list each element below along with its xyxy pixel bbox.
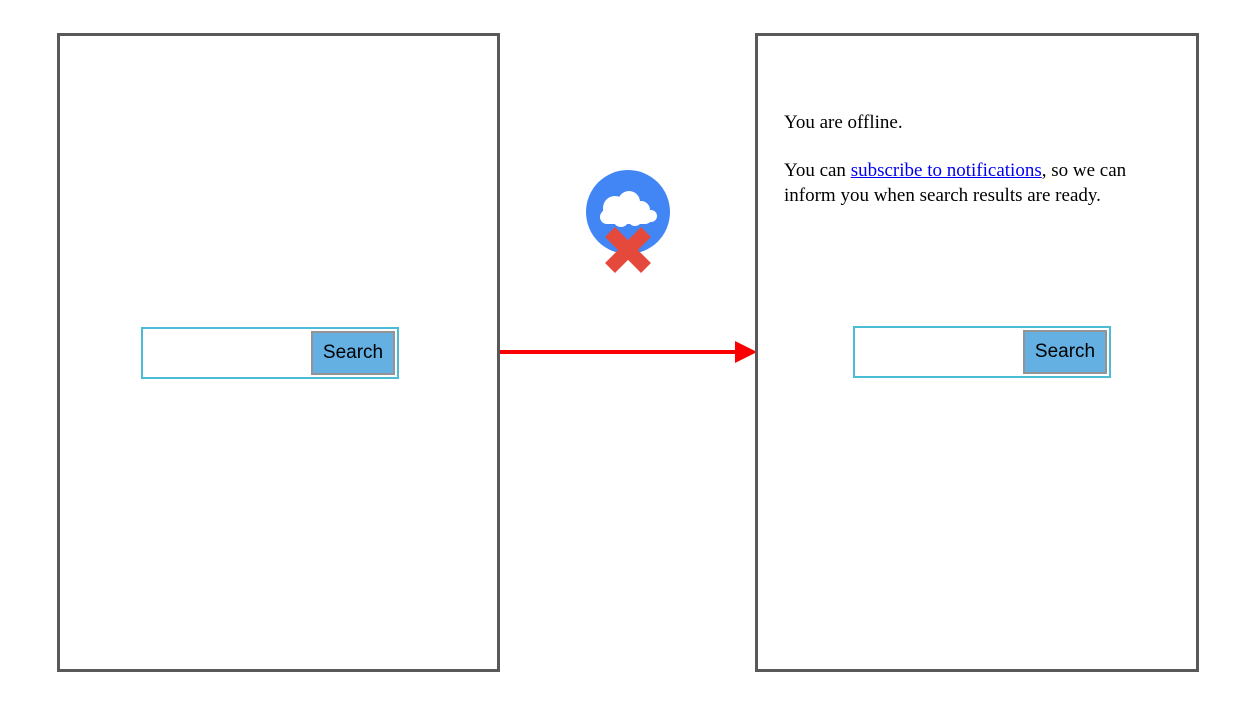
search-button[interactable]: Search bbox=[1023, 330, 1107, 374]
search-button[interactable]: Search bbox=[311, 331, 395, 375]
arrow-head-icon bbox=[735, 341, 757, 363]
subscribe-notifications-link[interactable]: subscribe to notifications bbox=[850, 160, 1042, 181]
notification-text: You can subscribe to notifications, so w… bbox=[784, 158, 1174, 208]
search-input[interactable] bbox=[855, 328, 1037, 376]
cloud-glyph bbox=[600, 191, 657, 227]
search-form: Search bbox=[141, 327, 399, 379]
arrow-line bbox=[500, 350, 740, 354]
offline-cloud-icon bbox=[586, 170, 670, 273]
search-input[interactable] bbox=[143, 329, 325, 377]
search-form: Search bbox=[853, 326, 1111, 378]
notify-prefix-text: You can bbox=[784, 160, 851, 181]
left-browser-frame: Search bbox=[57, 33, 500, 672]
offline-message-block: You are offline. You can subscribe to no… bbox=[784, 110, 1174, 208]
notify-suffix-text: , so we can inform you when search resul… bbox=[784, 160, 1127, 206]
right-browser-frame: You are offline. You can subscribe to no… bbox=[755, 33, 1199, 672]
offline-status-text: You are offline. bbox=[784, 112, 903, 133]
x-mark-glyph bbox=[605, 227, 651, 273]
